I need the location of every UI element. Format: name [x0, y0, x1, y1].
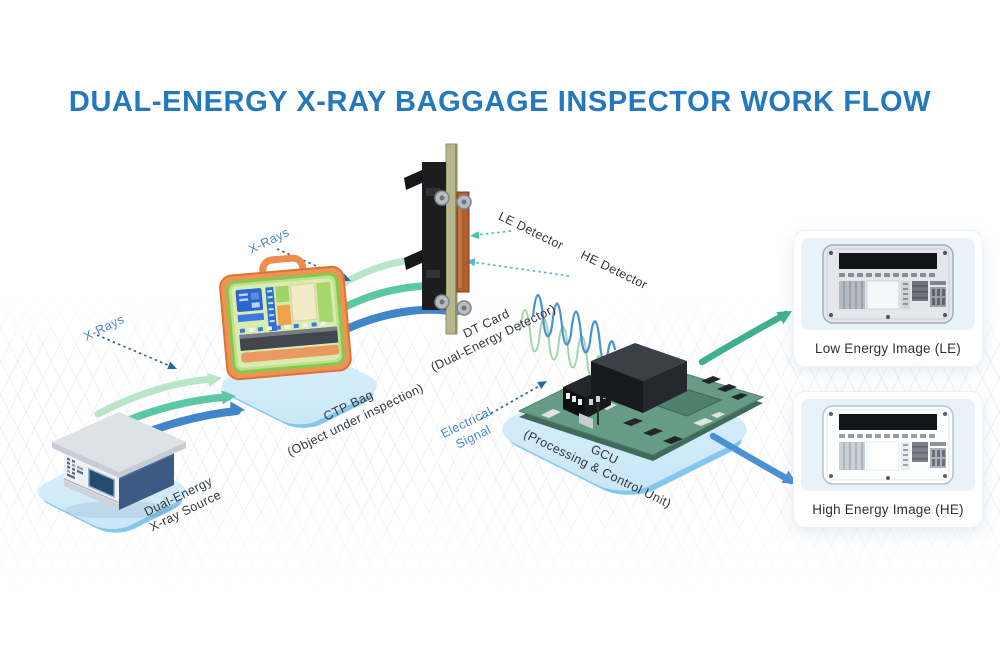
arrowhead: [167, 361, 177, 370]
arrowhead: [776, 311, 792, 325]
gcu-components-light: [541, 403, 725, 426]
page-title: DUAL-ENERGY X-RAY BAGGAGE INSPECTOR WORK…: [68, 86, 932, 118]
le-detector-dotted-arrow: [475, 230, 512, 236]
arrowhead: [466, 258, 476, 267]
gcu-to-he-arrow: [709, 432, 795, 485]
low-energy-case-xray: [822, 244, 954, 324]
low-energy-image-card: Low Energy Image (LE): [793, 230, 983, 367]
arrowhead: [207, 373, 222, 387]
high-energy-image-card: High Energy Image (HE): [793, 391, 983, 528]
gcu-components-dark: [623, 376, 748, 444]
high-energy-image-label: High Energy Image (HE): [812, 501, 964, 517]
xray-source-device: [52, 412, 186, 518]
detector-board: [404, 143, 472, 335]
gcu-board: [517, 343, 765, 461]
xray-dotted-arrow-source: [96, 334, 171, 367]
high-energy-image-panel: [801, 399, 975, 491]
arrowhead: [221, 390, 236, 405]
arrowhead: [470, 231, 480, 240]
arrowhead: [229, 401, 245, 417]
gcu-to-le-arrow: [698, 310, 790, 366]
arrowhead: [537, 381, 547, 389]
low-energy-image-label: Low Energy Image (LE): [814, 340, 962, 356]
he-detector-dotted-arrow: [471, 261, 570, 277]
ctp-bag-xray: [219, 254, 352, 381]
xray-dotted-arrow-bag: [276, 248, 345, 279]
electrical-signal-dotted-arrow: [480, 384, 542, 420]
low-energy-image-panel: [801, 238, 975, 330]
detector-screws: [434, 190, 472, 316]
high-energy-case-xray: [822, 405, 954, 485]
